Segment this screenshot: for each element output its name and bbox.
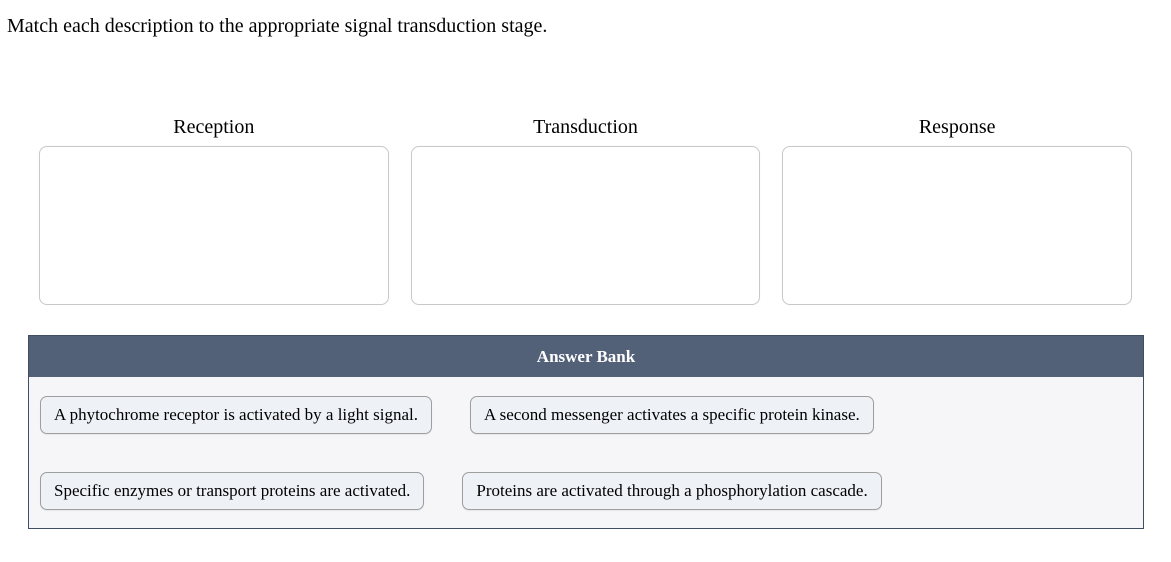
answer-item-second-messenger[interactable]: A second messenger activates a specific … (469, 396, 874, 434)
answer-bank: Answer Bank A phytochrome receptor is ac… (28, 335, 1144, 529)
reception-drop-zone[interactable] (39, 146, 389, 305)
transduction-label: Transduction (533, 116, 638, 138)
reception-label: Reception (173, 116, 255, 138)
column-transduction: Transduction (410, 114, 761, 305)
stage-columns: Reception Transduction Response (39, 114, 1132, 305)
column-response: Response (782, 114, 1132, 305)
response-drop-zone[interactable] (782, 146, 1132, 305)
column-reception: Reception (39, 114, 389, 305)
answer-bank-body: A phytochrome receptor is activated by a… (29, 377, 1143, 528)
answer-item-phosphorylation-cascade[interactable]: Proteins are activated through a phospho… (462, 472, 882, 510)
question-prompt: Match each description to the appropriat… (7, 15, 548, 37)
answer-item-phytochrome-receptor[interactable]: A phytochrome receptor is activated by a… (40, 396, 432, 434)
transduction-drop-zone[interactable] (410, 146, 761, 305)
answer-bank-header: Answer Bank (29, 336, 1143, 377)
answer-item-enzymes-activated[interactable]: Specific enzymes or transport proteins a… (40, 472, 425, 510)
response-label: Response (918, 116, 996, 138)
